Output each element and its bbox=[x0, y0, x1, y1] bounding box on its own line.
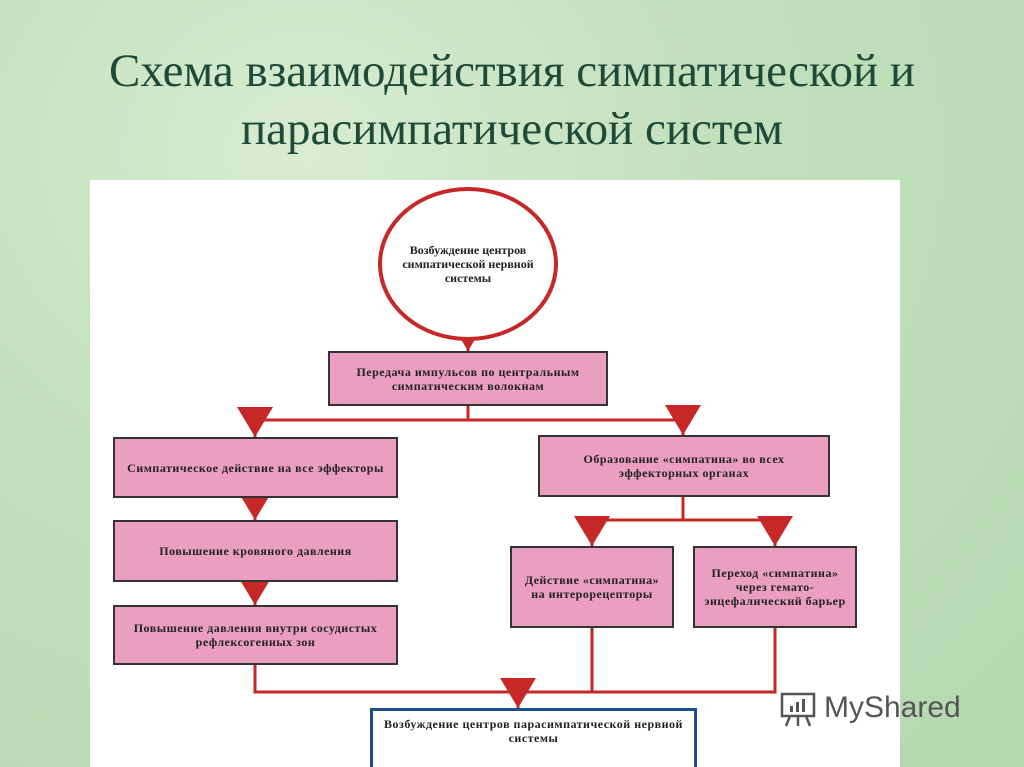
title-line-2: парасимпатической систем bbox=[240, 103, 783, 155]
node-interoceptors: Действие «симпатина» на интерорецепторы bbox=[510, 546, 674, 628]
node-sympathetic-action: Симпатическое действие на все эффекторы bbox=[113, 437, 398, 498]
node-sympathin-formation: Образование «симпатина» во всех эффектор… bbox=[538, 435, 830, 497]
watermark: MyShared bbox=[778, 688, 961, 728]
node-impulse-transmission: Передача импульсов по центральным симпат… bbox=[328, 351, 608, 406]
node-blood-pressure: Повышение кровяного давления bbox=[113, 520, 398, 582]
watermark-text: MyShared bbox=[824, 691, 961, 724]
node-parasympathetic-excitation: Возбуждение центров парасимпатической не… bbox=[370, 708, 697, 767]
node-blood-brain-barrier: Переход «симпатина» через гемато-энцефал… bbox=[693, 546, 857, 628]
slide-title: Схема взаимодействия симпатической и пар… bbox=[0, 42, 1024, 158]
title-line-1: Схема взаимодействия симпатической и bbox=[108, 45, 916, 97]
presentation-board-icon bbox=[780, 692, 816, 727]
node-reflexogenic-zones: Повышение давления внутри сосудистых реф… bbox=[113, 605, 398, 665]
node-sympathetic-excitation: Возбуждение центров симпатической нервно… bbox=[378, 187, 558, 341]
